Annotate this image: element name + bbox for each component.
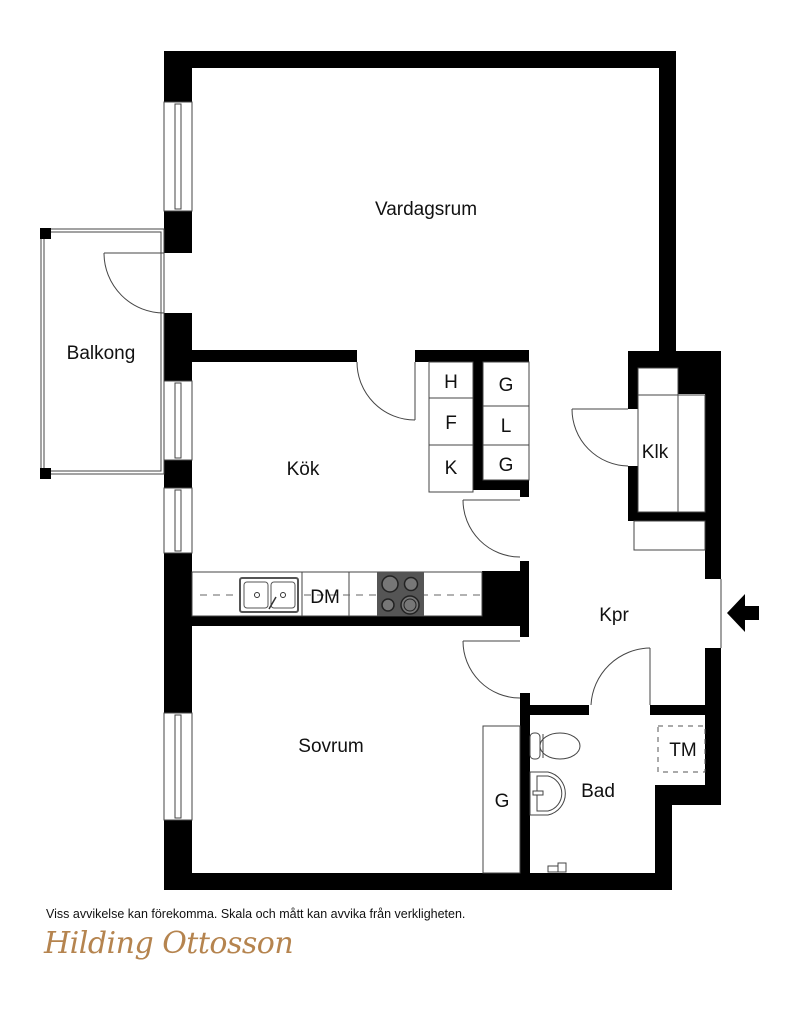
toilet-icon (529, 732, 581, 760)
wardrobe (482, 725, 521, 874)
room-label-balkong: Balkong (67, 343, 136, 364)
cabinet-label-g2: G (499, 455, 514, 476)
cabinet-label-f: F (445, 413, 457, 434)
bath-fixtures (529, 725, 706, 873)
stove-icon (377, 572, 424, 616)
sink-icon (239, 577, 299, 613)
disclaimer-text: Viss avvikelse kan förekomma. Skala och … (46, 907, 466, 921)
kitchen-counter (191, 571, 483, 617)
balcony (40, 228, 165, 479)
closet-shelves (633, 367, 706, 551)
wardrobe-label: G (495, 791, 510, 812)
room-label-vardagsrum: Vardagsrum (375, 199, 477, 220)
doors (356, 361, 722, 706)
walls (164, 51, 721, 890)
cabinet-label-k: K (445, 458, 458, 479)
cabinet-label-l: L (501, 416, 512, 437)
room-label-kok: Kök (287, 459, 320, 480)
washing-machine-area (657, 725, 706, 773)
pantry-cabinets (428, 361, 530, 493)
room-label-kpr: Kpr (599, 605, 629, 626)
room-label-bad: Bad (581, 781, 615, 802)
cabinet-label-h: H (444, 372, 458, 393)
entrance-arrow-icon (727, 594, 759, 632)
cabinet-label-g1: G (499, 375, 514, 396)
faucet-icon (547, 862, 567, 873)
dishwasher-label: DM (310, 587, 340, 608)
windows (163, 101, 193, 821)
floor-plan: Vardagsrum Balkong Kök Sovrum Kpr Klk Ba… (40, 51, 759, 890)
washing-machine-label: TM (669, 740, 696, 761)
company-logo: Hilding Ottosson (44, 926, 294, 961)
washbasin-icon (529, 771, 566, 816)
room-label-klk: Klk (642, 442, 669, 463)
room-label-sovrum: Sovrum (298, 736, 363, 757)
